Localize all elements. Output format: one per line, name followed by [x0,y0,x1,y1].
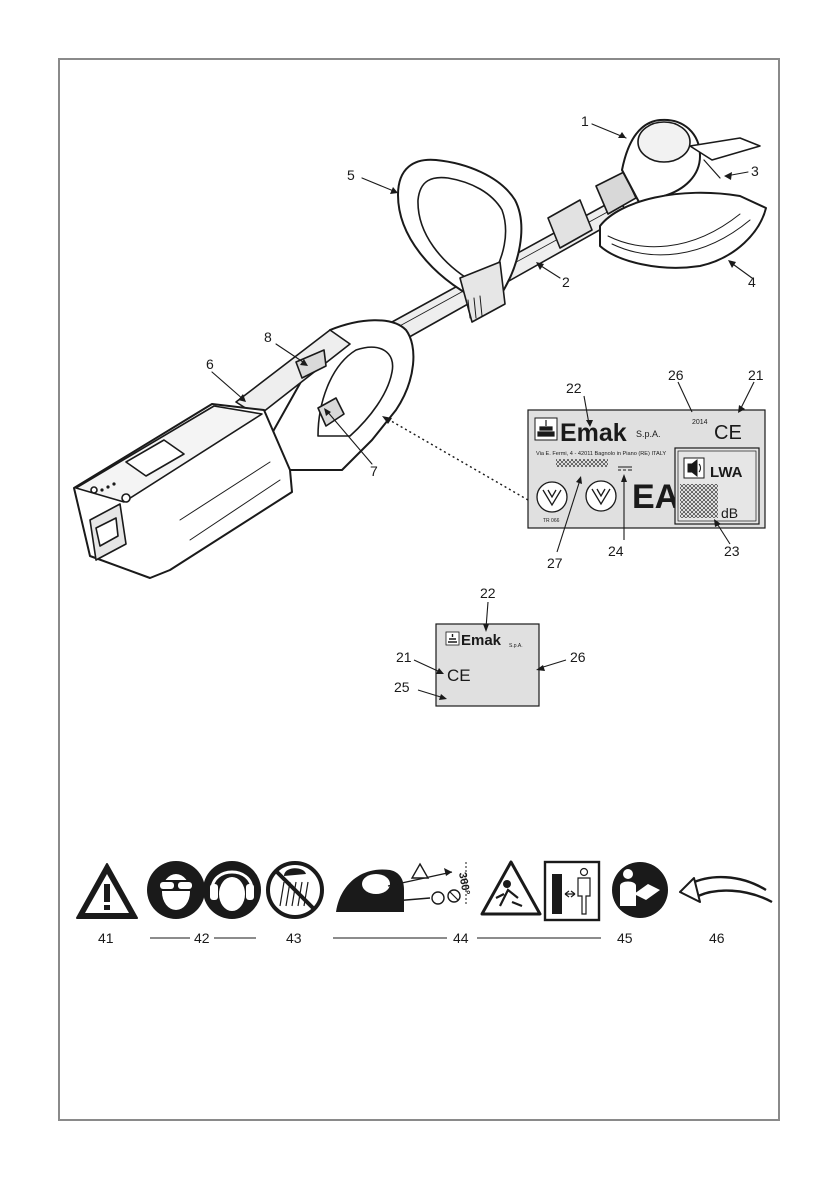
callout-24: 24 [608,543,624,559]
callout-3: 3 [751,163,759,179]
wear-eye-protection-icon [147,861,205,919]
plate-lwa-label: LWA [710,464,743,481]
callout-2: 2 [562,274,570,290]
motor-head [622,120,760,204]
plate-year: 2014 [692,419,708,426]
sound-power-box: LWA dB [675,448,759,524]
read-manual-icon [612,862,668,918]
safe-distance-icon [545,862,599,920]
bystander-warning-icon [482,862,540,914]
callout-7: 7 [370,463,378,479]
no-rain-icon [268,863,322,917]
symbol-42: 42 [194,930,210,946]
rating-plate-large: Emak S.p.A. 2014 CE Via E. Fermi, 4 - 42… [528,367,765,571]
plate-brand-suffix: S.p.A. [636,429,661,439]
plate-db-label: dB [721,505,738,521]
thrown-objects-hazard-icon: 360° [336,862,472,912]
direction-arrow-icon [680,877,772,902]
speaker-icon [684,458,704,478]
wear-ear-protection-icon [203,861,261,919]
small-plate-ce-mark: CE [447,666,471,685]
callout-21-small: 21 [396,649,412,665]
callout-5: 5 [347,167,355,183]
callout-8: 8 [264,329,272,345]
symbol-46: 46 [709,930,725,946]
callout-1: 1 [581,113,589,129]
symbol-41: 41 [98,930,114,946]
plate-model-hatch [556,459,608,467]
callout-26: 26 [668,367,684,383]
plate-tr-label: TR 066 [543,518,560,524]
callout-25: 25 [394,679,410,695]
callout-6: 6 [206,356,214,372]
pointer-dotted-line [386,418,528,500]
callout-23: 23 [724,543,740,559]
callout-22-small: 22 [480,585,496,601]
emak-logo-small-icon [446,632,459,645]
emak-logo-icon [535,418,557,440]
plate-address: Via E. Fermi, 4 - 42011 Bagnolo in Piano… [536,451,666,457]
symbol-44: 44 [453,930,469,946]
plate-ce-mark: CE [714,422,742,444]
safety-symbols-row: 360° [77,861,772,946]
symbol-45: 45 [617,930,633,946]
callout-27: 27 [547,555,563,571]
callout-4: 4 [748,274,756,290]
plate-noise-value-hatch [680,484,718,518]
callout-22: 22 [566,380,582,396]
small-plate-brand: Emak [461,632,502,649]
warning-triangle-icon [77,864,137,918]
battery-pack [74,404,292,578]
callout-21: 21 [748,367,764,383]
small-plate-brand-suffix: S.p.A. [509,643,523,649]
rating-plate-small: Emak S.p.A. CE 22 21 26 25 [394,585,586,706]
symbol-43: 43 [286,930,302,946]
plate-brand: Emak [560,419,627,447]
callout-26-small: 26 [570,649,586,665]
